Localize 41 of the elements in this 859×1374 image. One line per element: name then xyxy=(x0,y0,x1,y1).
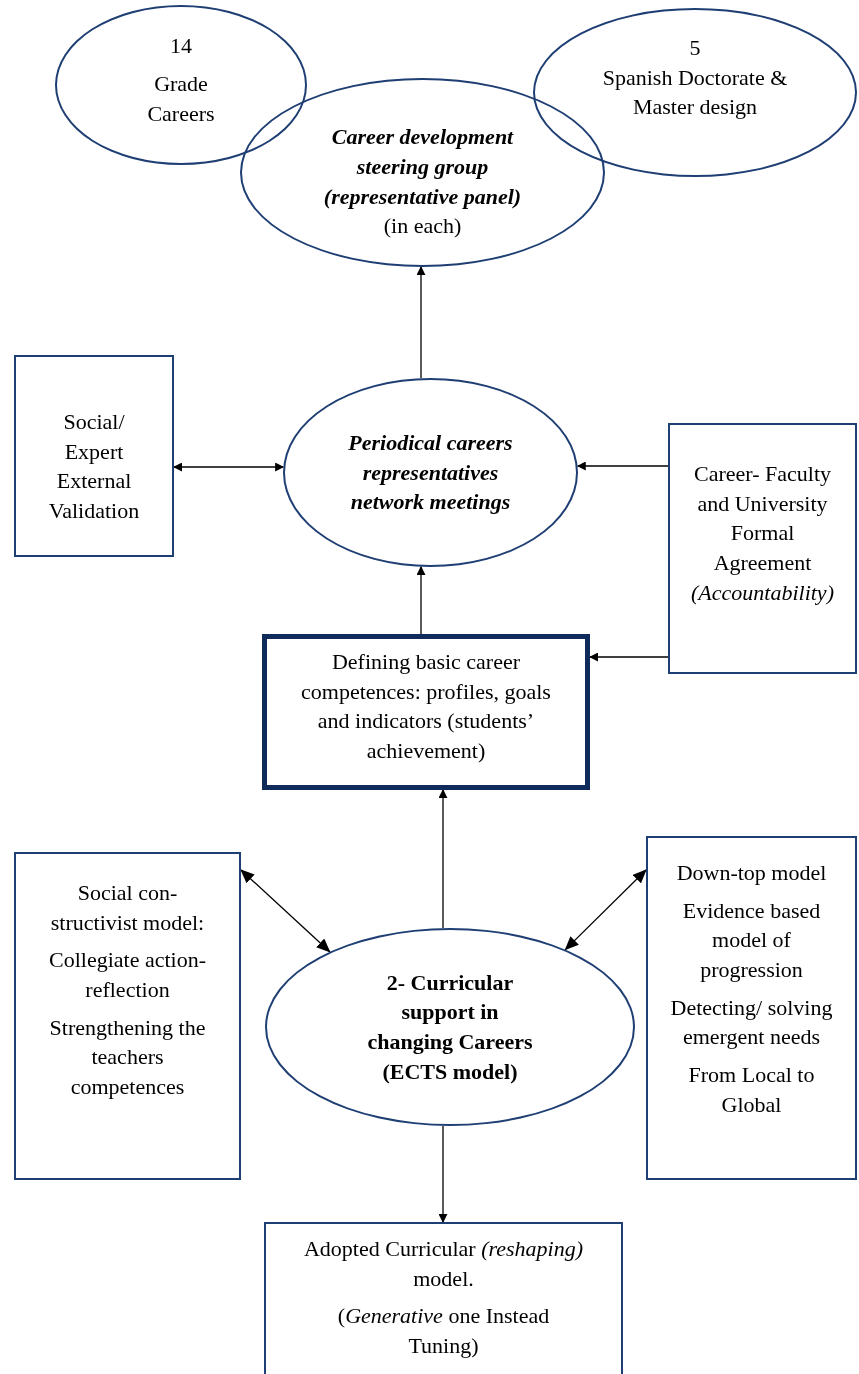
node-text: (Accountability) xyxy=(691,578,834,607)
text-box xyxy=(264,1222,623,1374)
node-text: Spanish Doctorate & Master design xyxy=(601,63,789,122)
node-text: Detecting/ solving emergent needs xyxy=(669,993,834,1052)
ellipse-node xyxy=(265,928,635,1126)
text-box xyxy=(646,836,857,1180)
ellipse-node xyxy=(283,378,578,567)
node-text: Strengthening the teachers competences xyxy=(48,1013,207,1102)
highlighted-box xyxy=(262,634,590,790)
number-label: 14 xyxy=(170,32,192,61)
node-text: Down-top model xyxy=(676,859,827,887)
node-text: Career development steering group (representative panel) xyxy=(322,123,523,211)
ellipse-node xyxy=(533,8,857,177)
node-text: Collegiate action- reflection xyxy=(48,946,207,1005)
arrow xyxy=(240,869,331,953)
ellipse-node xyxy=(55,5,307,165)
arrow xyxy=(438,1125,448,1223)
arrow xyxy=(564,869,647,951)
arrow xyxy=(438,789,448,929)
arrow xyxy=(416,266,426,379)
node-text: 5 xyxy=(689,33,701,62)
node-text: Social con- structivist model: xyxy=(49,879,206,937)
arrow xyxy=(416,565,426,635)
node-text: 2- Curricular support in changing Careers (ECTS model) xyxy=(366,968,534,1086)
node-text: Social/ Expert External Validation xyxy=(47,408,141,526)
node-text: Grade Careers xyxy=(146,70,216,128)
node-text: Career- Faculty and University Formal Agreement xyxy=(693,460,832,578)
node-text: Evidence based model of progression xyxy=(681,896,822,985)
node-text: Adopted Curricular (reshaping) model. xyxy=(303,1235,584,1293)
arrow xyxy=(173,462,285,472)
text-box xyxy=(668,423,857,674)
node-text: From Local to Global xyxy=(687,1061,816,1119)
arrow xyxy=(576,461,669,471)
text-box xyxy=(14,852,241,1180)
node-text: Defining basic career competences: profiles, goals and indicators (students’ achievement) xyxy=(300,648,552,766)
ellipse-node xyxy=(240,78,605,267)
node-text: Periodical careers representatives network meetings xyxy=(347,428,514,517)
node-text: (in each) xyxy=(383,212,462,241)
node-text: (Generative one Instead Tuning) xyxy=(336,1302,551,1361)
arrow xyxy=(589,652,669,662)
text-box xyxy=(14,355,174,557)
